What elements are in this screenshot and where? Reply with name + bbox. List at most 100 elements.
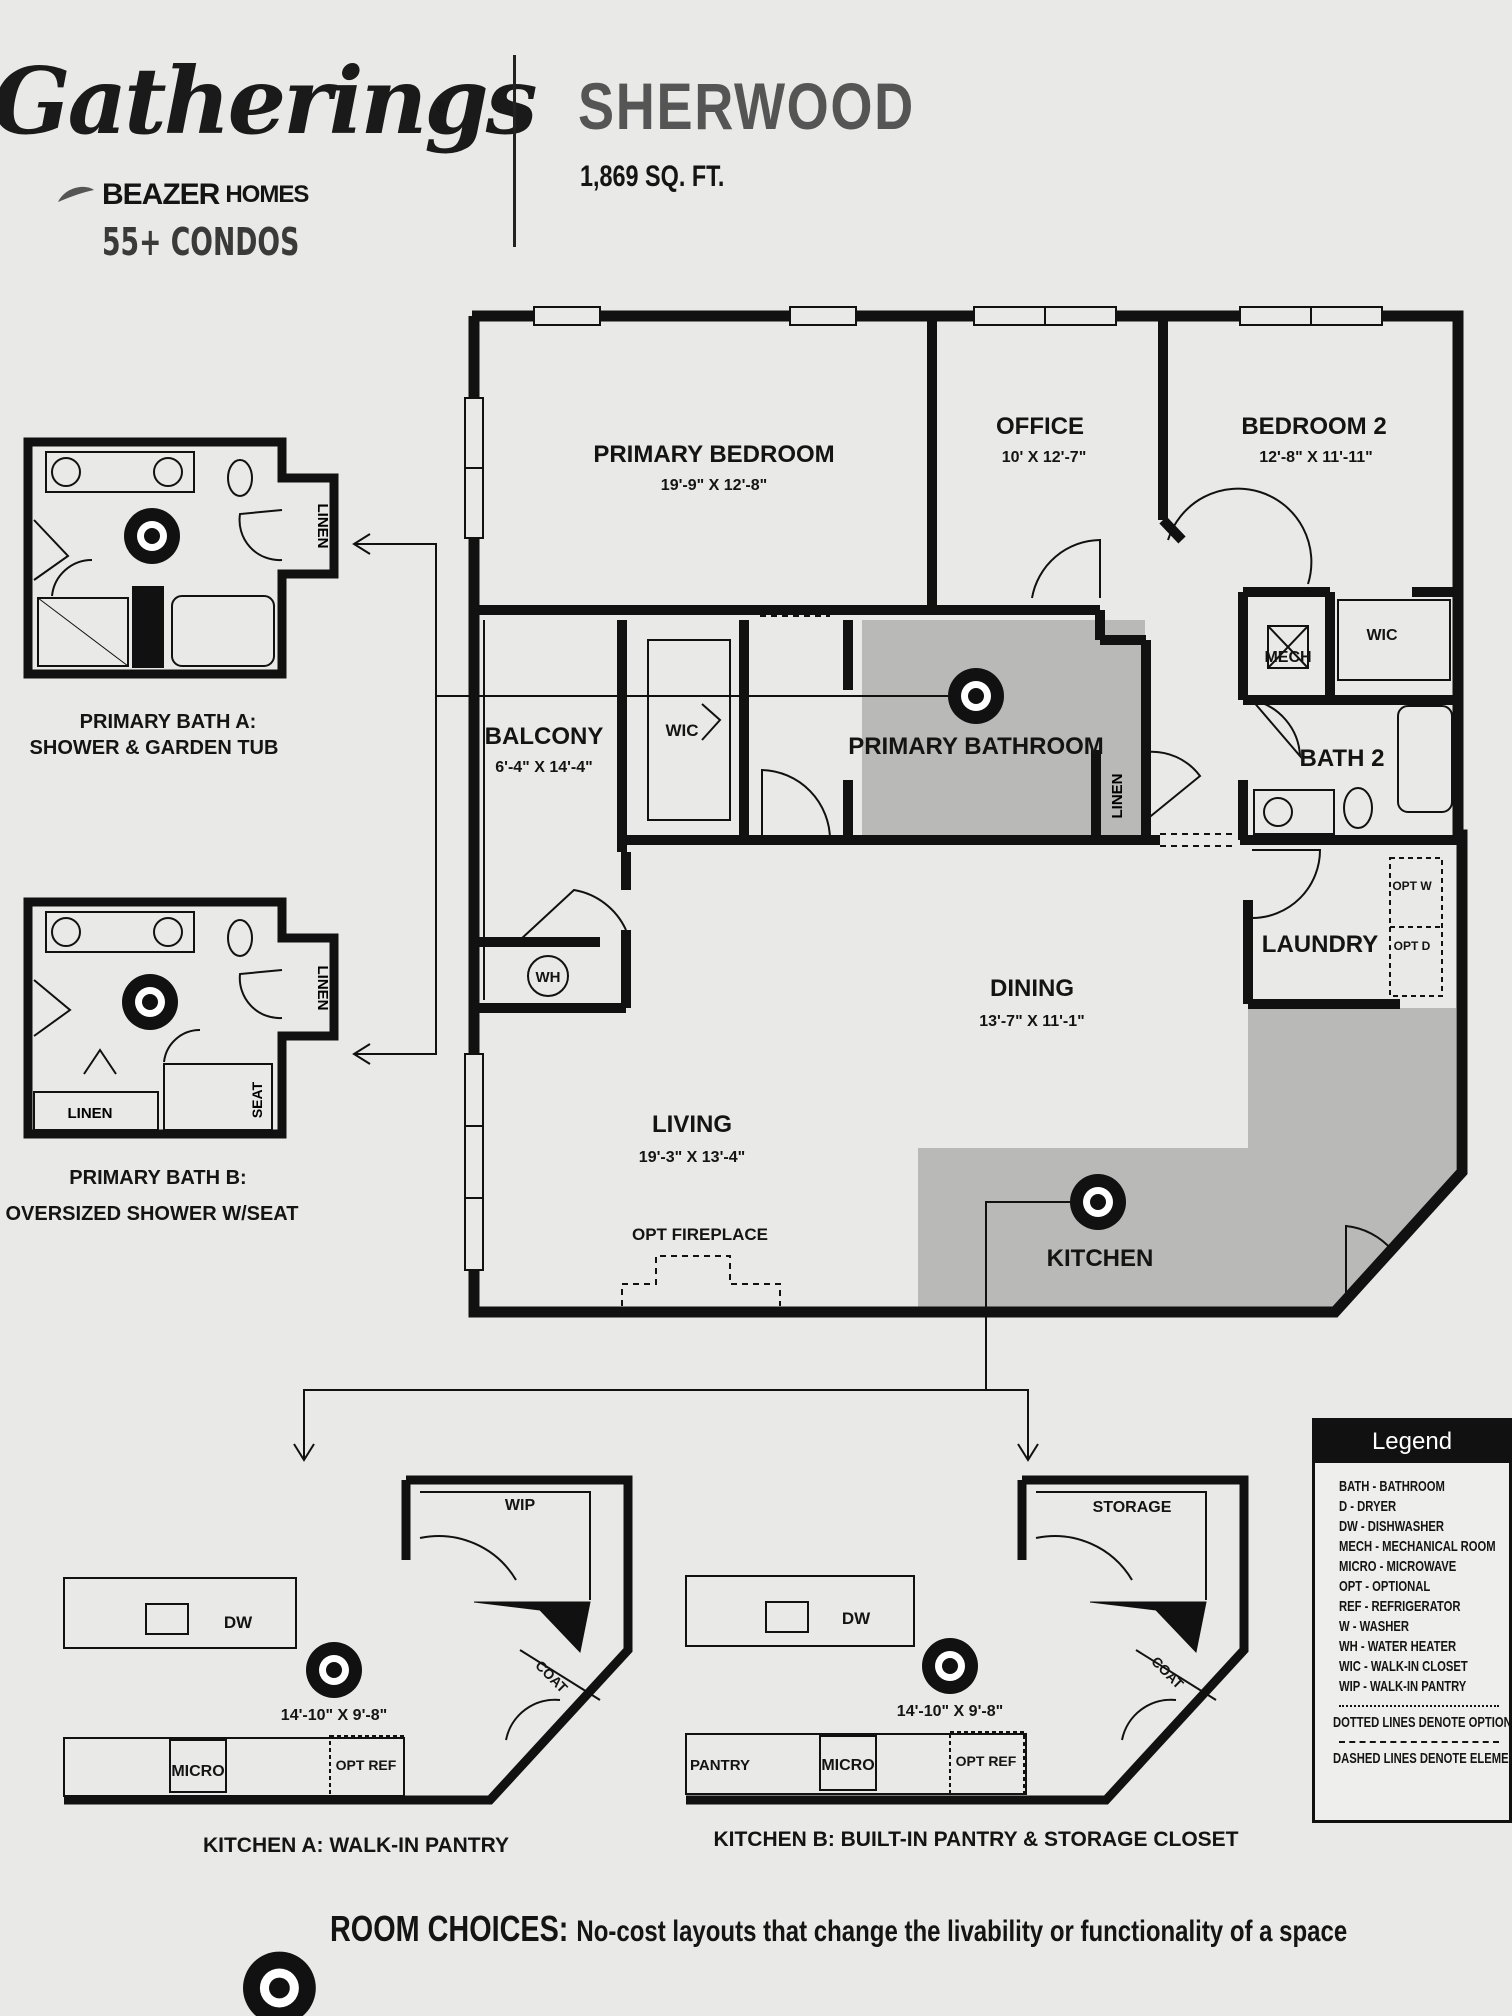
dim-office: 10' X 12'-7" bbox=[1002, 449, 1087, 466]
toilet bbox=[1343, 787, 1373, 829]
label-kitchen: KITCHEN bbox=[1047, 1245, 1154, 1272]
label-primary-wic: WIC bbox=[665, 721, 698, 740]
builder-logo: BEAZER HOMES bbox=[56, 178, 309, 212]
bath-a-title-2: SHOWER & GARDEN TUB bbox=[30, 737, 279, 759]
room-choice-marker bbox=[306, 1642, 362, 1698]
kitchen-a-wip: WIP bbox=[505, 1497, 536, 1514]
bath-option-b bbox=[23, 897, 339, 1139]
arrow-head bbox=[352, 533, 371, 555]
kitchen-b-opt-ref: OPT REF bbox=[956, 1753, 1017, 1769]
legend-item: WH - WATER HEATER bbox=[1339, 1638, 1457, 1655]
door-swing-linen bbox=[1145, 750, 1202, 821]
builder-suffix: HOMES bbox=[225, 181, 309, 208]
registered-mark: ® bbox=[434, 98, 450, 117]
window-bedroom-1 bbox=[533, 306, 601, 326]
mech-unit bbox=[1267, 625, 1309, 669]
community-type: 55+ CONDOS bbox=[102, 220, 300, 264]
label-dining: DINING bbox=[990, 975, 1074, 1002]
kitchen-b-storage: STORAGE bbox=[1093, 1499, 1172, 1516]
door-swing-kitchen bbox=[1345, 1224, 1393, 1296]
dim-primary-bedroom: 19'-9" X 12'-8" bbox=[661, 477, 767, 494]
dim-dining: 13'-7" X 11'-1" bbox=[979, 1013, 1085, 1030]
legend-dotted-note: DOTTED LINES DENOTE OPTIONAL ITEMS bbox=[1333, 1714, 1512, 1731]
arrow-head bbox=[352, 1043, 371, 1065]
brand-logo: Gatherings bbox=[0, 47, 538, 155]
legend-divider-dashed bbox=[1339, 1741, 1499, 1743]
bathtub bbox=[1397, 705, 1453, 813]
header-divider bbox=[513, 55, 516, 247]
label-mech: MECH bbox=[1264, 649, 1311, 666]
vanity bbox=[1253, 789, 1335, 835]
room-choices-note: ROOM CHOICES: No-cost layouts that chang… bbox=[330, 1908, 1347, 1950]
builder-name: BEAZER bbox=[102, 178, 220, 211]
bath-b-title-1: PRIMARY BATH B: bbox=[69, 1167, 246, 1189]
label-bedroom2: BEDROOM 2 bbox=[1241, 413, 1386, 440]
dim-balcony: 6'-4" X 14'-4" bbox=[495, 759, 593, 776]
label-linen: LINEN bbox=[1109, 774, 1126, 819]
kitchen-b-coat: COAT bbox=[1148, 1653, 1187, 1692]
room-choice-marker-footer bbox=[242, 1951, 316, 2016]
kitchen-option-a bbox=[63, 1475, 633, 1805]
legend-item: REF - REFRIGERATOR bbox=[1339, 1598, 1461, 1615]
kitchen-a-dw: DW bbox=[224, 1613, 253, 1632]
bath-b-linen-side: LINEN bbox=[314, 966, 331, 1011]
label-opt-washer: OPT W bbox=[1392, 879, 1432, 893]
room-choices-text: No-cost layouts that change the livabili… bbox=[576, 1915, 1348, 1948]
bath-options-connector-b bbox=[356, 696, 437, 1055]
mech-diagonal-2 bbox=[1267, 625, 1309, 669]
kitchen-shade bbox=[918, 1008, 1456, 1310]
water-heater-unit bbox=[527, 955, 569, 997]
plan-area: 1,869 SQ. FT. bbox=[580, 160, 725, 193]
label-living: LIVING bbox=[652, 1111, 732, 1138]
bath-option-a bbox=[23, 437, 339, 679]
legend: Legend BATH - BATHROOM D - DRYER DW - DI… bbox=[1312, 1418, 1512, 1823]
door-swing-wh bbox=[519, 888, 627, 941]
label-opt-fireplace: OPT FIREPLACE bbox=[632, 1225, 768, 1244]
kitchen-a-coat: COAT bbox=[532, 1657, 571, 1696]
dim-bedroom2: 12'-8" X 11'-11" bbox=[1259, 449, 1373, 466]
kitchen-b-pantry: PANTRY bbox=[690, 1757, 750, 1774]
arrow-head bbox=[293, 1443, 315, 1462]
room-choice-marker bbox=[1070, 1174, 1126, 1230]
room-choice-marker bbox=[948, 668, 1004, 724]
label-bath2: BATH 2 bbox=[1300, 745, 1385, 772]
kitchen-option-b bbox=[685, 1475, 1249, 1805]
kitchen-a-title: KITCHEN A: WALK-IN PANTRY bbox=[203, 1834, 509, 1857]
label-bedroom2-wic: WIC bbox=[1366, 627, 1398, 644]
primary-wic-shelf bbox=[647, 639, 731, 821]
legend-item: BATH - BATHROOM bbox=[1339, 1478, 1445, 1495]
kitchen-a-opt-ref: OPT REF bbox=[336, 1757, 397, 1773]
legend-item: MECH - MECHANICAL ROOM bbox=[1339, 1538, 1496, 1555]
label-balcony: BALCONY bbox=[485, 723, 604, 750]
label-opt-dryer: OPT D bbox=[1394, 939, 1431, 953]
kitchen-b-size: 14'-10" X 9'-8" bbox=[897, 1703, 1003, 1720]
door-swing-bedroom bbox=[1031, 538, 1101, 599]
legend-divider-dotted bbox=[1339, 1705, 1499, 1707]
plan-name: SHERWOOD bbox=[578, 69, 915, 143]
label-office: OFFICE bbox=[996, 413, 1084, 440]
label-water-heater: WH bbox=[536, 969, 561, 986]
opt-fireplace-outline bbox=[621, 1255, 781, 1306]
legend-dashed-note: DASHED LINES DENOTE ELEMENTS ABOVE AND B… bbox=[1333, 1750, 1512, 1767]
legend-item: D - DRYER bbox=[1339, 1498, 1397, 1515]
kitchen-b-micro: MICRO bbox=[821, 1757, 874, 1774]
kitchen-a-micro: MICRO bbox=[171, 1763, 224, 1780]
legend-item: WIP - WALK-IN PANTRY bbox=[1339, 1678, 1467, 1695]
bath-a-linen: LINEN bbox=[314, 504, 331, 549]
legend-item: MICRO - MICROWAVE bbox=[1339, 1558, 1457, 1575]
kitchen-b-title: KITCHEN B: BUILT-IN PANTRY & STORAGE CLO… bbox=[713, 1828, 1238, 1851]
legend-item: WIC - WALK-IN CLOSET bbox=[1339, 1658, 1468, 1675]
legend-title: Legend bbox=[1315, 1421, 1509, 1463]
bath-b-title-2: OVERSIZED SHOWER W/SEAT bbox=[6, 1203, 299, 1225]
bath-b-linen-bottom: LINEN bbox=[68, 1105, 113, 1122]
kitchen-b-dw: DW bbox=[842, 1609, 871, 1628]
bath-b-seat: SEAT bbox=[249, 1081, 265, 1118]
leaf-icon bbox=[58, 186, 94, 202]
door-swing-bath2 bbox=[1251, 699, 1302, 759]
bath-a-title-1: PRIMARY BATH A: bbox=[80, 711, 257, 733]
primary-bathroom-shade bbox=[862, 620, 1145, 840]
window-living bbox=[464, 1053, 484, 1271]
door-swing-wic bbox=[761, 768, 831, 841]
sink bbox=[1263, 797, 1293, 827]
